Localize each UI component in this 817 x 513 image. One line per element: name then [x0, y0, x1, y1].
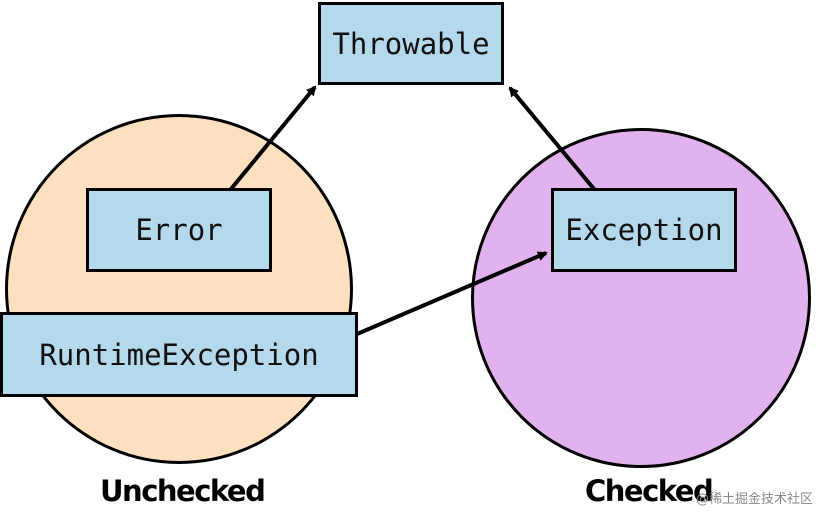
- edge-runtimeexception-to-exception: [356, 251, 548, 336]
- exception-node: Exception: [551, 188, 737, 272]
- watermark-text: @稀土掘金技术社区: [695, 492, 813, 507]
- checked-circle: [471, 128, 811, 468]
- throwable-node: Throwable: [318, 2, 504, 85]
- checked-label: Checked: [585, 474, 714, 508]
- edge-exception-to-throwable: [508, 86, 596, 191]
- runtimeexception-node: RuntimeException: [0, 312, 358, 397]
- unchecked-circle: [5, 114, 353, 464]
- unchecked-label: Unchecked: [100, 474, 266, 508]
- edge-error-to-throwable: [229, 85, 317, 191]
- error-node: Error: [86, 188, 272, 272]
